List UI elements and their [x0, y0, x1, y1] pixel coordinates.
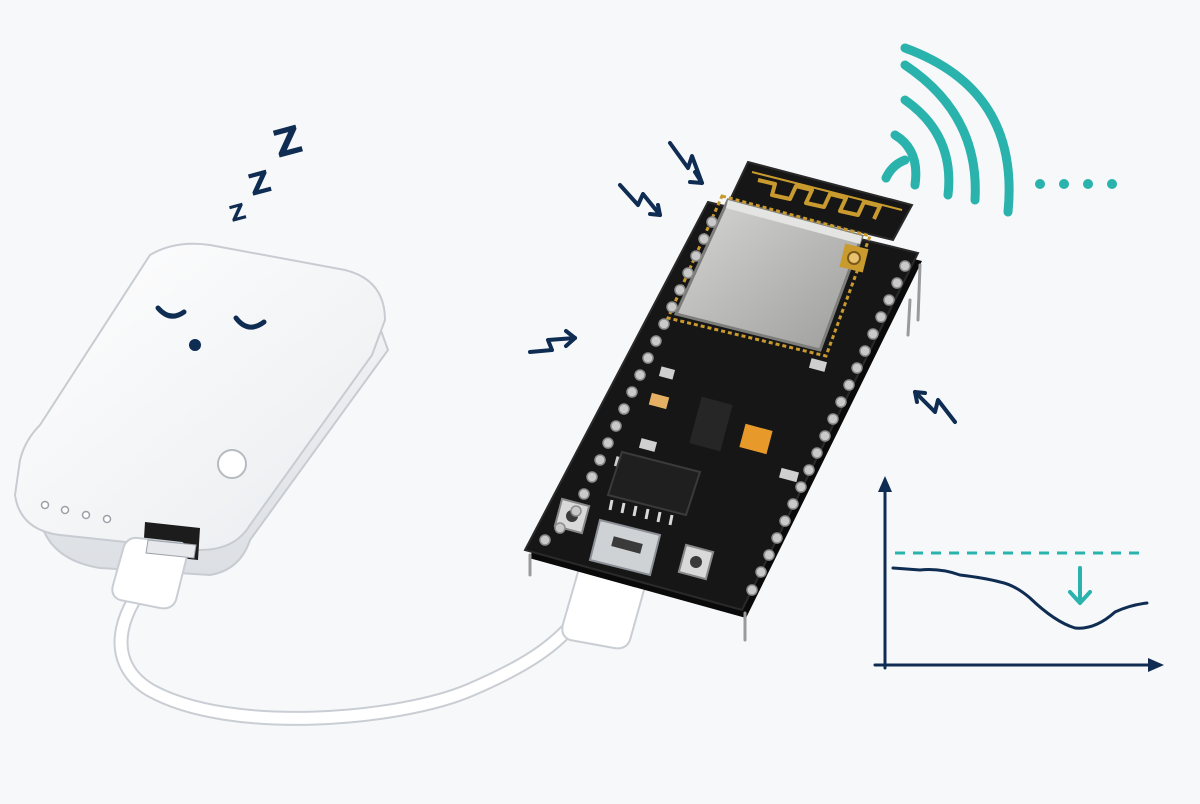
vibration-mark-icon [668, 141, 704, 185]
vibration-mark-icon [528, 329, 577, 354]
sleeping-face [155, 305, 267, 351]
pin-header-left [539, 216, 718, 546]
usb-cable [113, 552, 593, 726]
usb-serial-chip [606, 450, 702, 517]
header-pins-legs [528, 263, 922, 642]
sleep-z-small: Z [227, 200, 249, 228]
pin-header-right [746, 260, 911, 596]
signal-curve [891, 566, 1149, 630]
signal-dots [1035, 179, 1117, 189]
antenna-pcb [728, 160, 914, 242]
usb-plug-bank-side [111, 536, 197, 610]
smd-components [613, 358, 828, 483]
x-axis-arrow-icon [1148, 658, 1164, 672]
vibration-mark-icon [913, 390, 957, 424]
vibration-marks [528, 141, 957, 424]
down-arrow-icon [1068, 566, 1092, 605]
sleep-z-symbols: Z Z Z [227, 117, 307, 228]
power-button [217, 449, 247, 479]
power-bank [13, 242, 390, 577]
y-axis-arrow-icon [878, 476, 892, 492]
vibration-mark-icon [618, 183, 662, 217]
sleep-z-medium: Z [245, 164, 275, 203]
wifi-signal-icon [881, 43, 1014, 217]
pcb-antenna-icon [757, 178, 882, 220]
graph-axes [873, 478, 1162, 670]
esp-dev-board [523, 160, 922, 642]
signal-graph [873, 476, 1164, 672]
sleep-z-large: Z [269, 117, 307, 167]
battery-leds [40, 500, 112, 524]
